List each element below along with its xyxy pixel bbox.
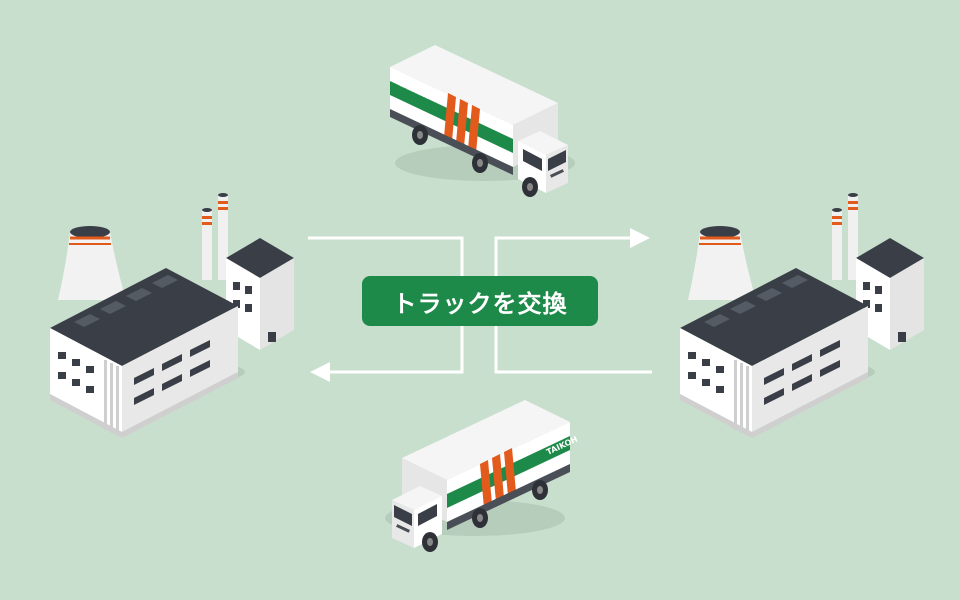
arrowhead-left bbox=[310, 362, 330, 382]
truck-top: TAIKOH bbox=[390, 45, 575, 197]
exchange-label: トラックを交換 bbox=[362, 276, 598, 326]
arrowhead-right bbox=[630, 228, 650, 248]
arrow-bottom-left bbox=[328, 326, 464, 374]
arrow-bottom-right bbox=[494, 326, 652, 374]
exchange-arrows bbox=[308, 236, 652, 374]
arrow-top-right bbox=[494, 236, 632, 276]
arrow-top-left bbox=[308, 236, 464, 276]
